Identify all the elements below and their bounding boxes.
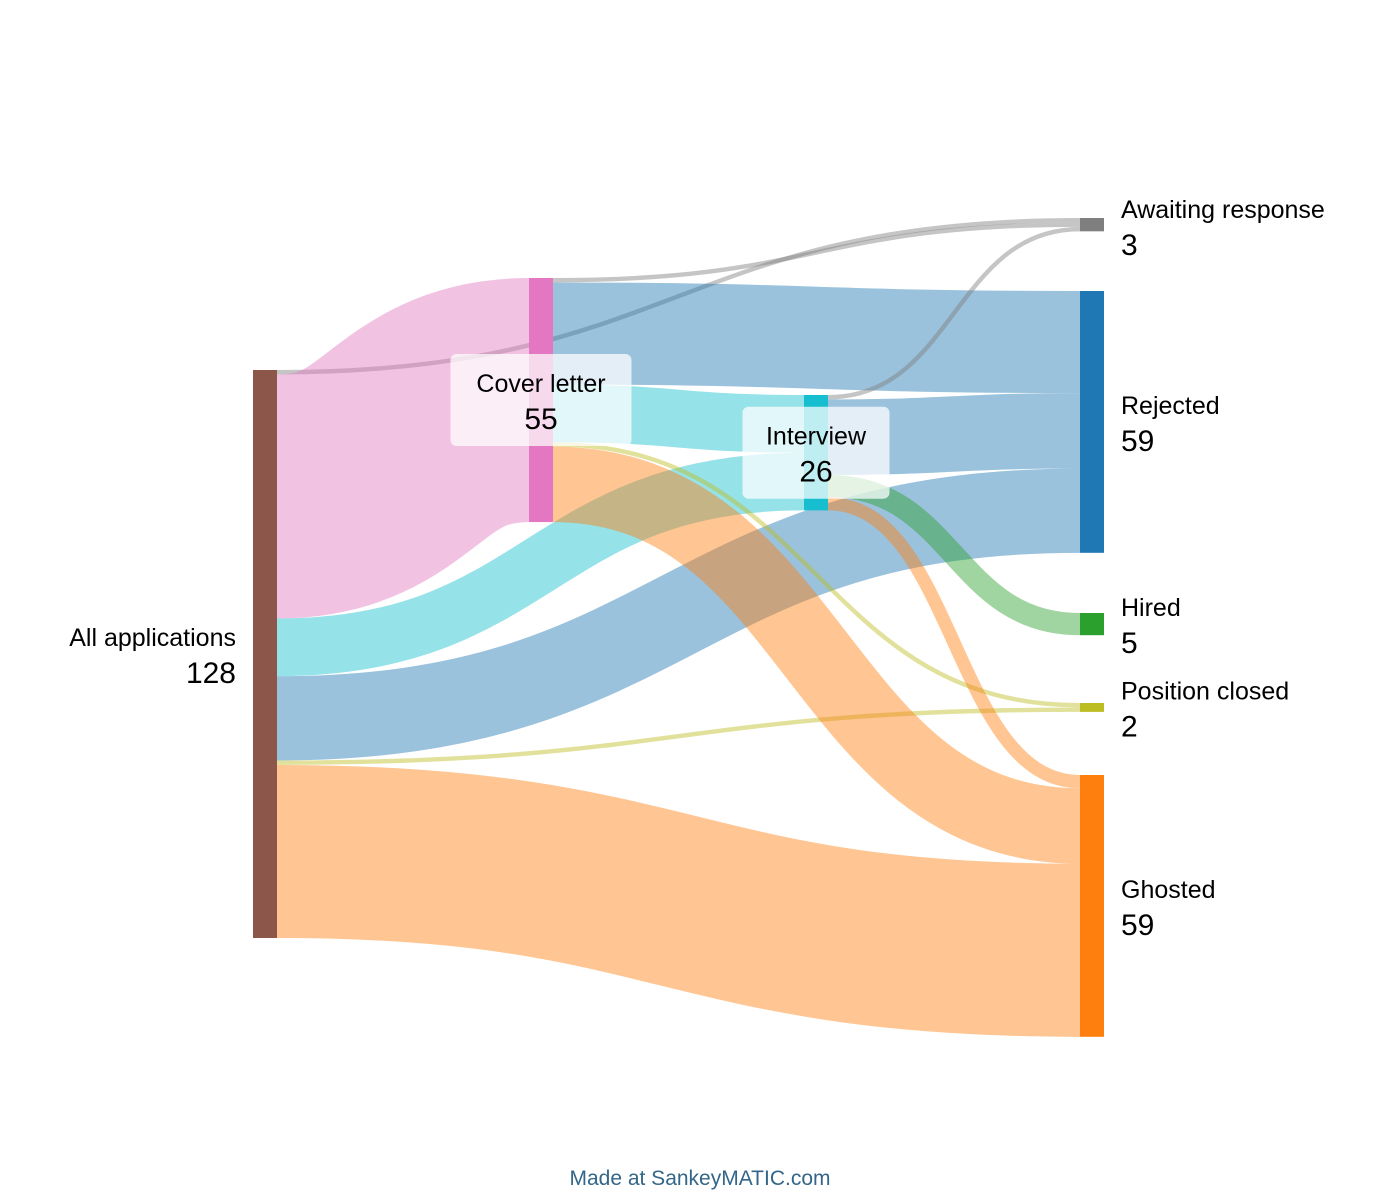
node-label-interview: Interview — [766, 423, 867, 451]
node-value-all: 128 — [186, 657, 236, 690]
sankey-links — [272, 218, 1081, 1037]
node-all — [253, 370, 277, 938]
node-label-ghosted: Ghosted — [1121, 876, 1216, 904]
node-label-box-interview — [742, 406, 890, 499]
sankey-labels: All applications 128 Cover letter 55Intervi… — [69, 196, 1325, 942]
node-rejected — [1080, 291, 1104, 553]
node-label-rejected: Rejected — [1121, 392, 1220, 420]
flow-all-to-interview — [276, 452, 805, 677]
footer-credit[interactable]: Made at SankeyMATIC.com — [569, 1167, 831, 1190]
flow-all-to-closed — [276, 707, 1081, 765]
node-ghosted — [1080, 775, 1104, 1037]
node-label-box-cover — [450, 354, 632, 447]
node-value-ghosted: 59 — [1121, 909, 1154, 942]
node-value-cover: 55 — [524, 403, 557, 436]
flow-cover-to-awaiting — [552, 222, 1081, 283]
node-label-closed: Position closed — [1121, 677, 1289, 705]
node-hired — [1080, 613, 1104, 636]
node-label-hired: Hired — [1121, 594, 1181, 622]
node-value-closed: 2 — [1121, 710, 1138, 743]
flow-all-to-rejected — [276, 468, 1081, 761]
node-awaiting — [1080, 218, 1104, 232]
node-value-hired: 5 — [1121, 627, 1138, 660]
flow-interview-to-awaiting — [827, 226, 1081, 400]
node-value-awaiting: 3 — [1121, 229, 1138, 262]
node-label-all: All applications — [69, 624, 236, 652]
flow-all-to-ghosted — [276, 764, 1081, 1037]
node-value-interview: 26 — [799, 456, 832, 489]
node-closed — [1080, 703, 1104, 712]
flow-cover-to-closed — [552, 442, 1081, 708]
node-label-cover: Cover letter — [476, 370, 605, 398]
flow-interview-to-ghosted — [827, 497, 1081, 789]
flow-cover-to-rejected — [552, 282, 1081, 394]
node-value-rejected: 59 — [1121, 425, 1154, 458]
node-label-awaiting: Awaiting response — [1121, 196, 1325, 224]
flow-cover-to-ghosted — [552, 446, 1081, 864]
flow-all-to-awaiting — [276, 218, 1081, 375]
